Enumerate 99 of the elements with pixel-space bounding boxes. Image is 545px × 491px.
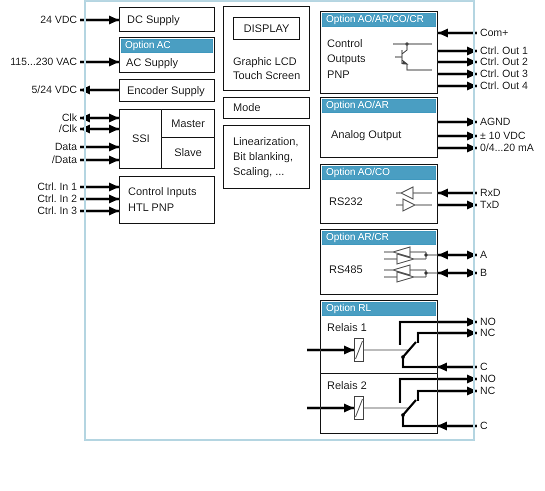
signal-label: 5/24 VDC xyxy=(31,84,77,96)
block-label: Graphic LCD Touch Screen xyxy=(233,55,302,83)
signal-label: Ctrl. Out 1 xyxy=(480,46,528,56)
block-label: Control Outputs PNP xyxy=(327,36,367,83)
function-block xyxy=(233,17,300,40)
signal-label: C xyxy=(480,420,488,432)
arrow xyxy=(438,200,477,210)
signal-label: Ctrl. In 3 xyxy=(37,206,77,216)
signal-label: NC xyxy=(480,328,496,338)
device-outline xyxy=(84,0,475,441)
option-module xyxy=(320,11,438,94)
block-label: SSI xyxy=(132,132,150,146)
signal-label: /Clk xyxy=(58,124,77,134)
signal-label: RxD xyxy=(480,188,500,198)
option-module xyxy=(320,164,438,224)
option-module xyxy=(320,97,438,158)
signal-label: Ctrl. In 2 xyxy=(37,194,77,204)
signal-label: AGND xyxy=(480,116,510,128)
function-block xyxy=(223,125,310,189)
block-label: Relais 2 xyxy=(327,379,367,393)
double-arrow xyxy=(438,250,477,260)
arrow xyxy=(437,374,477,384)
arrow xyxy=(437,422,477,430)
arrow xyxy=(438,58,477,66)
arrow xyxy=(80,142,119,152)
arrow xyxy=(438,82,477,90)
signal-label: 0/4...20 mA xyxy=(480,142,534,154)
block-label: Linearization, Bit blanking, Scaling, ... xyxy=(233,135,300,180)
arrow xyxy=(437,386,477,396)
block-label: RS485 xyxy=(329,262,363,276)
signal-label: 24 VDC xyxy=(40,14,77,26)
arrow xyxy=(438,70,477,78)
signal-label: ± 10 VDC xyxy=(480,130,526,142)
signal-label: Ctrl. Out 4 xyxy=(480,80,528,92)
relay-coil xyxy=(354,338,364,362)
arrow xyxy=(80,156,119,164)
function-block xyxy=(119,176,215,224)
option-header: Option AC xyxy=(121,39,213,53)
function-block xyxy=(223,97,310,119)
option-header: Option AO/CO xyxy=(322,166,436,180)
signal-label: B xyxy=(480,268,488,278)
signal-label: Ctrl. In 1 xyxy=(37,182,77,192)
option-module xyxy=(119,37,215,73)
arrow xyxy=(438,188,477,198)
signal-label: Clk xyxy=(62,112,77,124)
block-label: Master xyxy=(171,116,205,130)
option-header: Option AO/AR xyxy=(322,99,436,113)
signal-label: C xyxy=(480,362,488,372)
option-header: Option AO/AR/CO/CR xyxy=(322,13,436,27)
signal-label: Data xyxy=(54,142,77,152)
function-block xyxy=(119,109,215,169)
signal-label: /Data xyxy=(52,154,77,166)
block-label: DC Supply xyxy=(127,12,180,26)
block-label: AC Supply xyxy=(126,56,178,70)
function-block xyxy=(223,6,310,91)
arrow xyxy=(437,318,477,326)
arrow xyxy=(80,86,119,94)
block-label: Slave xyxy=(174,146,202,160)
block-label: DISPLAY xyxy=(244,22,290,36)
block-label: Encoder Supply xyxy=(127,84,205,98)
double-arrow xyxy=(438,268,477,278)
arrow xyxy=(80,194,119,204)
arrow xyxy=(438,46,477,56)
signal-label: 115...230 VAC xyxy=(10,56,77,68)
block-label: Mode xyxy=(233,101,261,115)
block-label: Analog Output xyxy=(331,128,402,142)
arrow xyxy=(80,206,119,216)
function-block xyxy=(119,7,215,32)
arrow xyxy=(438,28,477,38)
signal-label: TxD xyxy=(480,200,500,210)
signal-label: NO xyxy=(480,316,496,328)
arrow xyxy=(437,328,477,338)
signal-label: NC xyxy=(480,386,496,396)
arrow xyxy=(80,182,119,192)
arrow xyxy=(438,132,477,140)
signal-label: A xyxy=(480,250,488,260)
arrow xyxy=(438,118,477,126)
arrow xyxy=(307,404,354,412)
ssi-mode-cell xyxy=(161,110,214,138)
block-label: RS232 xyxy=(329,194,363,208)
signal-label: NO xyxy=(480,374,496,384)
double-arrow xyxy=(80,114,119,122)
arrow xyxy=(437,362,477,372)
function-block xyxy=(119,79,215,102)
option-header: Option RL xyxy=(322,302,436,316)
option-module xyxy=(320,229,438,295)
signal-label: Ctrl. Out 3 xyxy=(480,68,528,80)
block-label: Control Inputs HTL PNP xyxy=(128,185,198,216)
option-module xyxy=(320,300,438,434)
signal-label: Com+ xyxy=(480,28,508,38)
arrow xyxy=(80,16,119,24)
relay-coil xyxy=(354,396,364,420)
arrow xyxy=(438,144,477,152)
signal-label: Ctrl. Out 2 xyxy=(480,56,528,68)
arrow xyxy=(80,58,119,66)
block-label: Relais 1 xyxy=(327,321,367,335)
arrow xyxy=(307,346,354,354)
option-header: Option AR/CR xyxy=(322,231,436,245)
double-arrow xyxy=(80,124,119,134)
